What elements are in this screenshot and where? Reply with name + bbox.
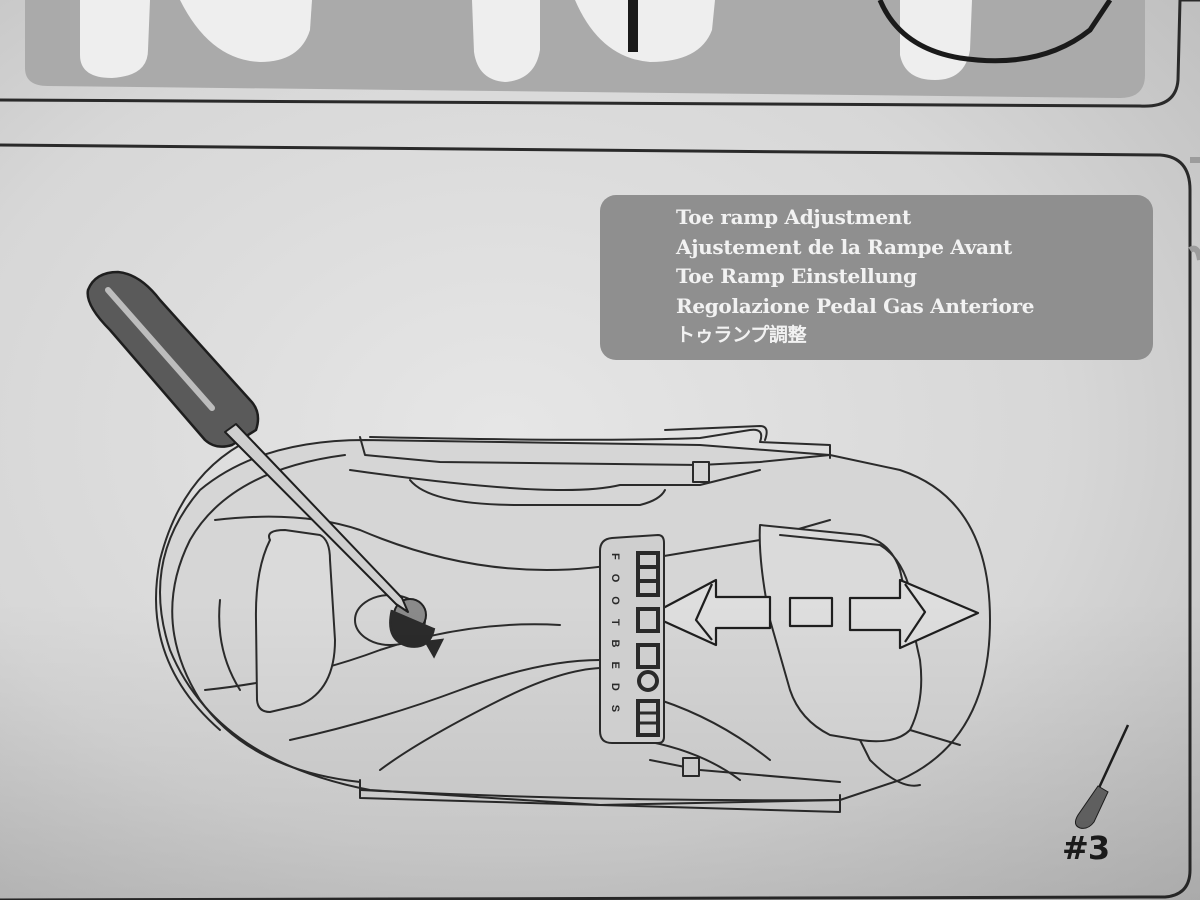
prohibited-circle-icon xyxy=(877,0,1113,64)
footbeds-logo: FOOTBEDS xyxy=(599,533,665,744)
caption-german: Toe Ramp Einstellung xyxy=(676,264,917,288)
caption-italian: Regolazione Pedal Gas Anteriore xyxy=(676,293,1035,318)
logo-subtitle: FOOTBEDS xyxy=(609,553,621,726)
caption-english: Toe ramp Adjustment xyxy=(676,205,911,229)
boot-sole-outline xyxy=(575,0,715,62)
boot-sole-outline xyxy=(472,0,540,82)
screwdriver-icon xyxy=(86,270,409,613)
instruction-caption-box: Toe ramp Adjustment Ajustement de la Ram… xyxy=(600,195,1153,360)
caption-japanese: トゥランプ調整 xyxy=(676,324,807,346)
caption-french: Ajustement de la Rampe Avant xyxy=(676,234,1012,259)
boot-sole-outline xyxy=(180,0,312,62)
boot-sole-outline xyxy=(80,0,150,78)
previous-step-panel xyxy=(0,0,1200,108)
boot-sole-outline xyxy=(900,0,972,80)
screwdriver-size-label: #3 xyxy=(1062,829,1110,867)
screwdriver-icon xyxy=(628,0,638,52)
